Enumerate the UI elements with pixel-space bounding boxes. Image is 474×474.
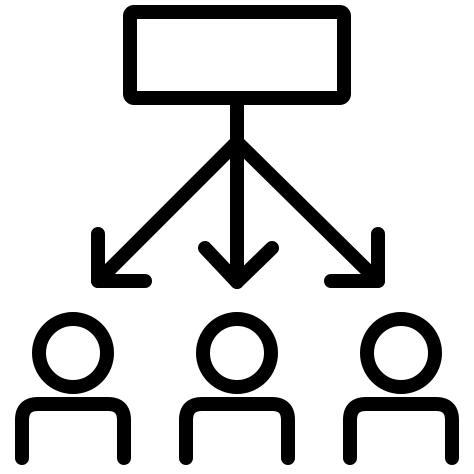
person-icon-center bbox=[179, 312, 295, 465]
person-icon-right bbox=[343, 312, 459, 465]
arrow-down-icon bbox=[198, 135, 279, 289]
arrow-down-left-icon bbox=[91, 135, 244, 288]
person-icon-left bbox=[15, 312, 131, 465]
arrow-down-right-icon bbox=[230, 135, 385, 288]
